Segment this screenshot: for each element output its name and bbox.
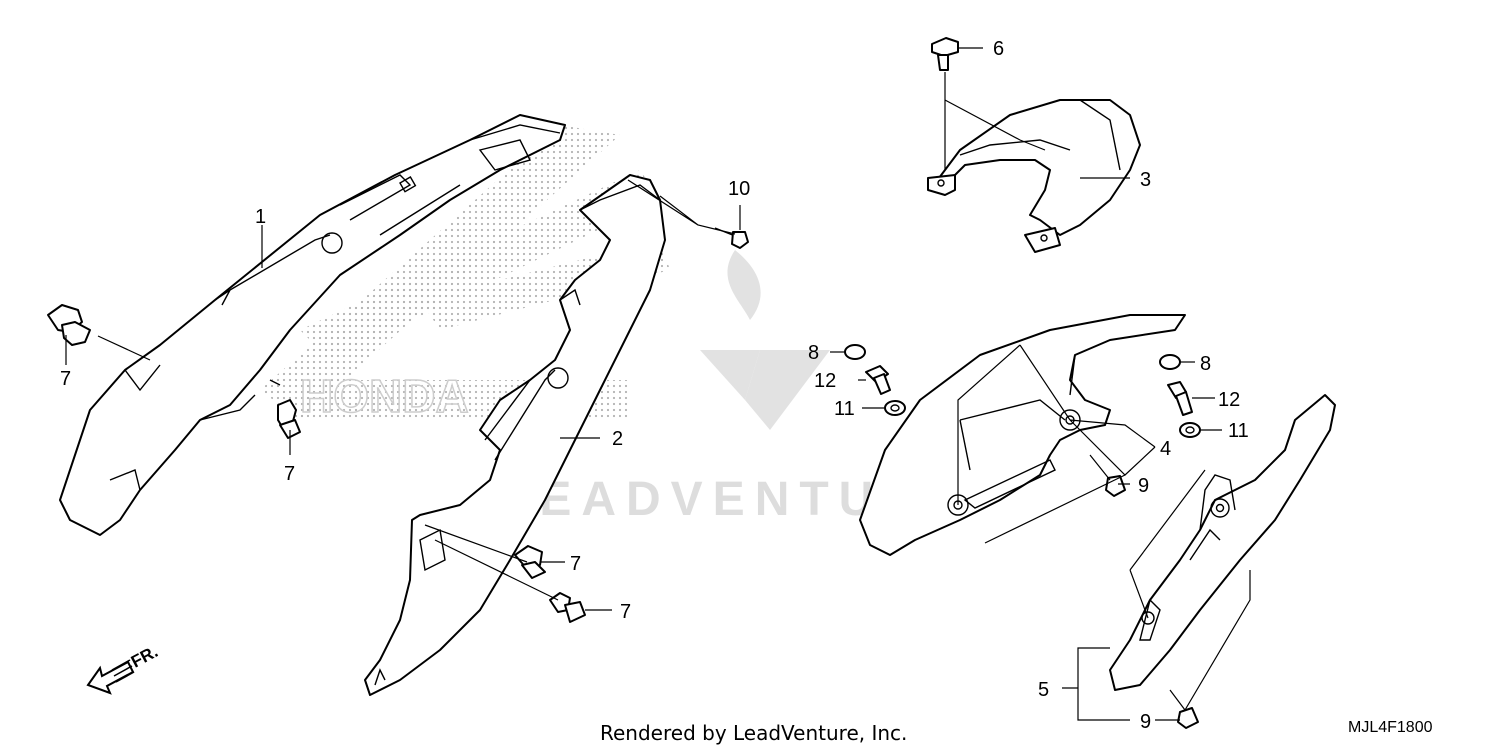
rear-cowl-part[interactable] <box>927 99 1141 253</box>
honda-watermark-text: HONDA <box>300 370 469 422</box>
screw-10[interactable] <box>714 227 749 249</box>
grommet-9-lower[interactable] <box>1177 707 1199 729</box>
callout-1: 1 <box>255 206 266 228</box>
washer-11-right[interactable] <box>1179 422 1201 438</box>
cap-8-left[interactable] <box>844 344 866 360</box>
callout-2: 2 <box>612 428 623 450</box>
callout-7-center: 7 <box>284 463 295 485</box>
callout-6: 6 <box>993 38 1004 60</box>
grommet-9-upper[interactable] <box>1105 475 1126 497</box>
leader-lines <box>65 47 1251 721</box>
center-side-cover-part[interactable] <box>364 174 666 696</box>
left-side-cover-part[interactable] <box>59 114 566 536</box>
callout-9-upper: 9 <box>1138 475 1149 497</box>
cap-8-right[interactable] <box>1159 354 1181 370</box>
left-grab-rail-part[interactable] <box>859 314 1186 556</box>
callout-3: 3 <box>1140 169 1151 191</box>
callout-8-right: 8 <box>1200 353 1211 375</box>
callout-11-right: 11 <box>1228 420 1249 442</box>
bolt-12-right[interactable] <box>1167 381 1193 416</box>
callout-7-lower: 7 <box>570 553 581 575</box>
render-credit: Rendered by LeadVenture, Inc. <box>600 721 907 745</box>
callout-12-right: 12 <box>1218 389 1240 411</box>
clip-fastener-7c[interactable] <box>514 545 546 579</box>
bolt-6[interactable] <box>931 37 959 71</box>
callout-10: 10 <box>728 178 750 200</box>
clip-fastener-7b[interactable] <box>277 399 301 439</box>
callout-5: 5 <box>1038 679 1049 701</box>
clip-fastener-7d[interactable] <box>549 592 586 623</box>
front-direction-arrow: FR. <box>86 642 161 695</box>
callout-8-left: 8 <box>808 342 819 364</box>
callout-9-lower: 9 <box>1140 711 1151 733</box>
bolt-12-left[interactable] <box>865 365 891 395</box>
callout-7-bottom: 7 <box>620 601 631 623</box>
callout-12-left: 12 <box>814 370 836 392</box>
front-direction-label: FR. <box>128 642 161 672</box>
right-grab-rail-part[interactable] <box>1109 394 1336 691</box>
callout-11-left: 11 <box>834 398 855 420</box>
diagram-code: MJL4F1800 <box>1348 719 1433 736</box>
callout-7-left: 7 <box>60 368 71 390</box>
clip-fastener-7a[interactable] <box>47 304 91 346</box>
washer-11-left[interactable] <box>884 400 906 416</box>
callout-4: 4 <box>1160 438 1171 460</box>
arrow-icon <box>86 660 135 695</box>
